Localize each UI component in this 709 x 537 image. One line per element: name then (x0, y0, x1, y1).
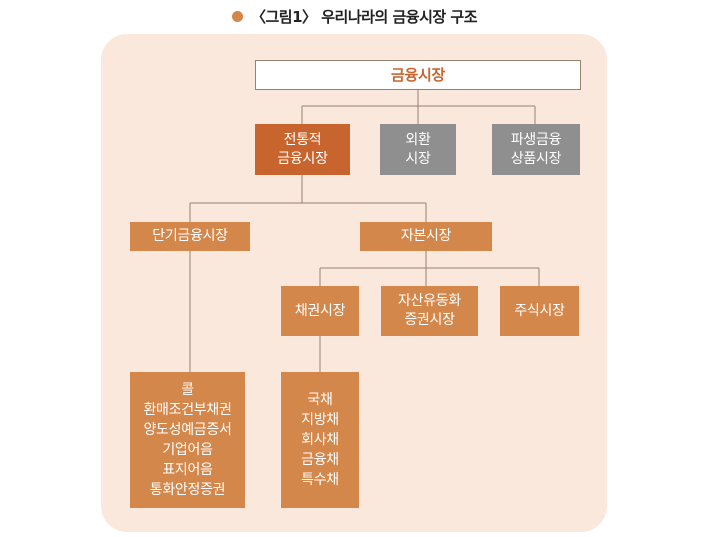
node-traditional-market: 전통적 금융시장 (255, 124, 350, 175)
node-derivatives-market: 파생금융 상품시장 (492, 124, 580, 175)
node-bond-market: 채권시장 (281, 286, 359, 336)
node-bond-instruments: 국채 지방채 회사채 금융채 특수채 (281, 372, 359, 508)
node-short-term-market: 단기금융시장 (130, 222, 250, 251)
bullet-icon (231, 10, 243, 22)
node-financial-market: 금융시장 (255, 60, 581, 90)
node-forex-market: 외환 시장 (380, 124, 456, 175)
node-stock-market: 주식시장 (500, 286, 579, 336)
node-capital-market: 자본시장 (360, 222, 492, 251)
figure-title: 〈그림1〉 우리나라의 금융시장 구조 (0, 4, 709, 28)
figure-title-text: 〈그림1〉 우리나라의 금융시장 구조 (250, 7, 478, 26)
node-short-term-instruments: 콜 환매조건부채권 양도성예금증서 기업어음 표지어음 통화안정증권 (130, 372, 245, 508)
node-abs-market: 자산유동화 증권시장 (381, 286, 478, 336)
